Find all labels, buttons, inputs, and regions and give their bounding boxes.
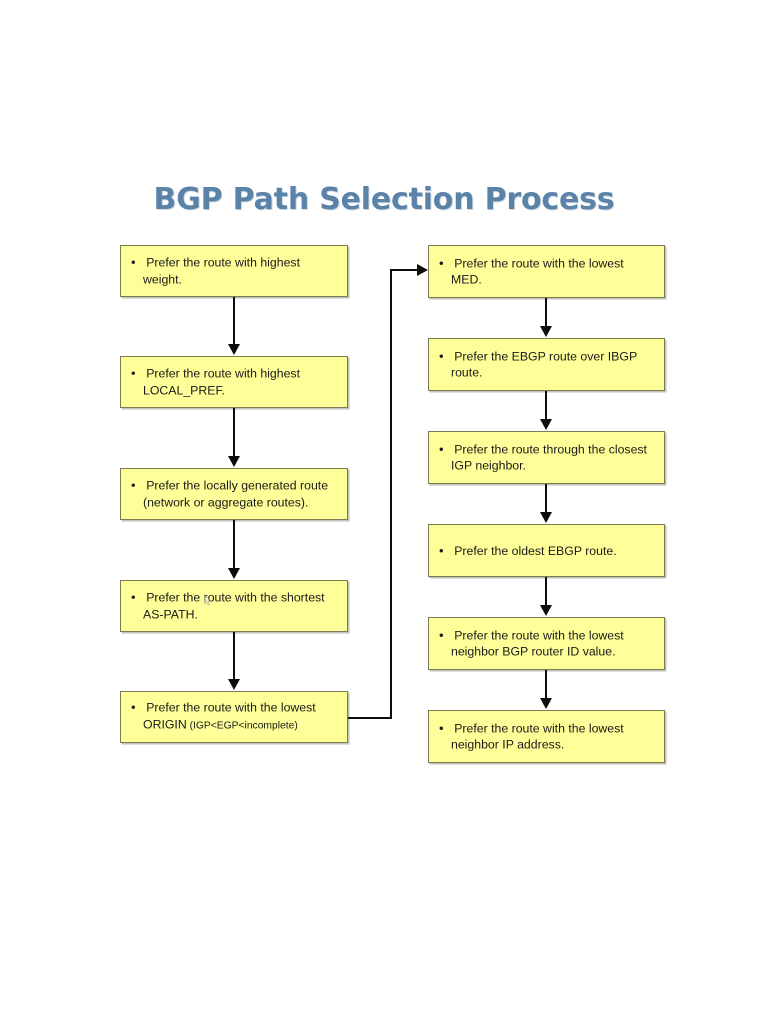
- bullet-icon: •: [439, 348, 451, 363]
- connector-arrow-6-7: [540, 326, 552, 337]
- flow-box-step-7-text: • Prefer the EBGP route over IBGP route.: [439, 348, 658, 381]
- flow-box-step-5-text: • Prefer the route with the lowest ORIGI…: [131, 700, 341, 735]
- bullet-icon: •: [131, 589, 143, 605]
- flow-box-step-3: • Prefer the locally generated route (ne…: [120, 468, 348, 520]
- bullet-icon: •: [131, 254, 143, 270]
- flow-box-step-8-text: • Prefer the route through the closest I…: [439, 441, 658, 474]
- bullet-icon: •: [131, 477, 143, 493]
- connector-line-6-7: [545, 298, 547, 328]
- flow-box-step-9: • Prefer the oldest EBGP route.: [428, 524, 665, 577]
- flow-box-step-7: • Prefer the EBGP route over IBGP route.: [428, 338, 665, 391]
- flow-box-step-6: • Prefer the route with the lowest MED.: [428, 245, 665, 298]
- connector-line-5-6-horizontal-in: [390, 269, 419, 271]
- flow-box-step-8: • Prefer the route through the closest I…: [428, 431, 665, 484]
- bullet-icon: •: [439, 627, 451, 642]
- connector-arrow-5-6: [417, 264, 428, 276]
- bullet-icon: •: [439, 542, 451, 558]
- connector-arrow-1-2: [228, 344, 240, 355]
- step-5-line2-small: (IGP<EGP<incomplete): [186, 720, 298, 731]
- flow-box-step-5: • Prefer the route with the lowest ORIGI…: [120, 691, 348, 743]
- flow-box-step-6-text: • Prefer the route with the lowest MED.: [439, 255, 658, 288]
- step-1-line2: weight.: [143, 272, 182, 286]
- step-11-line2: neighbor IP address.: [451, 737, 565, 752]
- step-8-line1: Prefer the route through the closest: [454, 442, 647, 456]
- flow-box-step-11-text: • Prefer the route with the lowest neigh…: [439, 720, 658, 753]
- step-6-line2: MED.: [451, 272, 482, 287]
- step-2-line1: Prefer the route with highest: [146, 366, 300, 381]
- connector-arrow-2-3: [228, 456, 240, 467]
- flow-box-step-4-text: • Prefer the route with the shortest AS-…: [131, 590, 341, 623]
- flow-box-step-11: • Prefer the route with the lowest neigh…: [428, 710, 665, 763]
- step-5-line1: Prefer the route with the lowest: [146, 700, 316, 715]
- connector-line-7-8: [545, 391, 547, 421]
- bullet-icon: •: [439, 255, 451, 270]
- connector-line-5-6-vertical: [390, 269, 392, 719]
- step-11-line1: Prefer the route with the lowest: [454, 721, 624, 735]
- step-3-line1: Prefer the locally generated route: [146, 478, 329, 493]
- flow-box-step-1: • Prefer the route with highest weight.: [120, 245, 348, 297]
- flow-box-step-10-text: • Prefer the route with the lowest neigh…: [439, 627, 658, 660]
- step-10-line2: neighbor BGP router ID value.: [451, 644, 616, 659]
- step-7-line1: Prefer the EBGP route over IBGP: [454, 349, 638, 363]
- flow-box-step-2: • Prefer the route with highest LOCAL_PR…: [120, 356, 348, 408]
- step-6-line1: Prefer the route with the lowest: [454, 256, 624, 270]
- flow-box-step-9-text: • Prefer the oldest EBGP route.: [439, 542, 658, 559]
- connector-arrow-3-4: [228, 568, 240, 579]
- bullet-icon: •: [131, 365, 143, 381]
- connector-line-2-3: [233, 408, 235, 457]
- step-10-line1: Prefer the route with the lowest: [454, 628, 624, 642]
- step-4-line1: Prefer the route with the shortest: [146, 590, 325, 605]
- flow-box-step-4: • Prefer the route with the shortest AS-…: [120, 580, 348, 632]
- connector-line-10-11: [545, 670, 547, 700]
- step-5-line2: ORIGIN: [143, 717, 187, 731]
- page-title: BGP Path Selection Process: [153, 182, 615, 217]
- connector-arrow-4-5: [228, 679, 240, 690]
- flow-box-step-10: • Prefer the route with the lowest neigh…: [428, 617, 665, 670]
- connector-line-1-2: [233, 297, 235, 345]
- bullet-icon: •: [439, 441, 451, 456]
- connector-line-9-10: [545, 577, 547, 607]
- connector-line-3-4: [233, 520, 235, 569]
- connector-line-8-9: [545, 484, 547, 514]
- bullet-icon: •: [439, 720, 451, 735]
- step-3-line2: (network or aggregate routes).: [143, 495, 309, 509]
- connector-arrow-10-11: [540, 698, 552, 709]
- connector-arrow-9-10: [540, 605, 552, 616]
- step-9-line1: Prefer the oldest EBGP route.: [454, 543, 617, 558]
- flow-box-step-2-text: • Prefer the route with highest LOCAL_PR…: [131, 366, 341, 399]
- connector-arrow-7-8: [540, 419, 552, 430]
- step-4-line2: AS-PATH.: [143, 607, 198, 621]
- bullet-icon: •: [131, 699, 143, 715]
- connector-line-4-5: [233, 632, 235, 680]
- step-8-line2: IGP neighbor.: [451, 458, 526, 473]
- step-1-line1: Prefer the route with highest: [146, 255, 300, 270]
- connector-arrow-8-9: [540, 512, 552, 523]
- mouse-cursor-artifact: [204, 594, 211, 605]
- connector-line-5-6-horizontal-out: [348, 717, 392, 719]
- step-2-line2: LOCAL_PREF.: [143, 383, 226, 397]
- step-7-line2: route.: [451, 365, 483, 380]
- flow-box-step-1-text: • Prefer the route with highest weight.: [131, 255, 341, 288]
- flow-box-step-3-text: • Prefer the locally generated route (ne…: [131, 478, 341, 511]
